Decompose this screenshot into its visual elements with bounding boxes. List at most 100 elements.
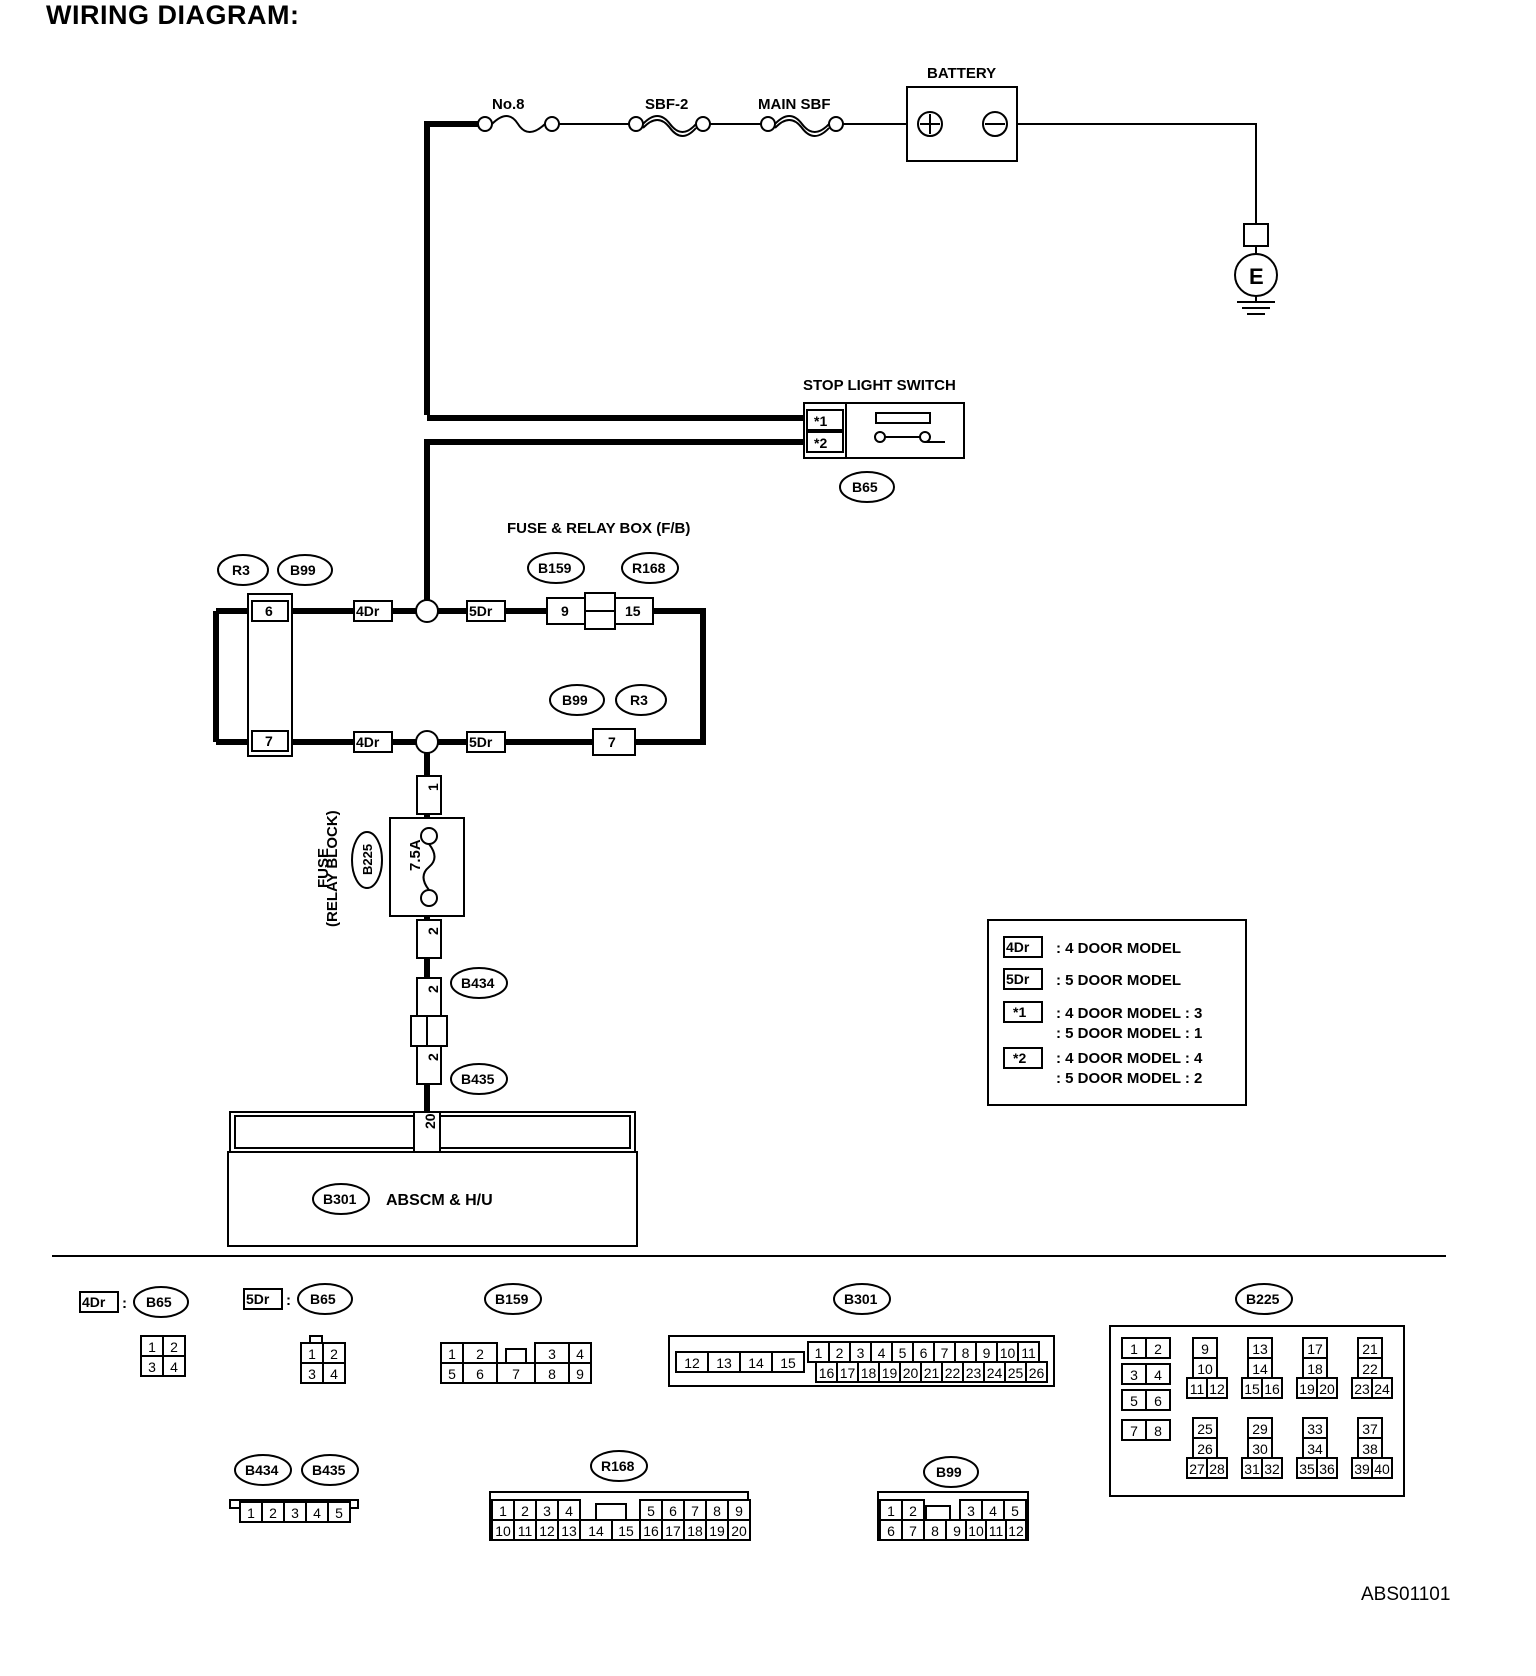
stop-light-switch: STOP LIGHT SWITCH *1 *2 B65: [803, 377, 965, 503]
connector-pin: 26: [1029, 1365, 1045, 1381]
connector-pin: 2: [330, 1346, 338, 1362]
fuse-no8: No.8: [477, 96, 560, 133]
connector-tag-r168-label: R168: [632, 560, 666, 576]
connector-pin: 3: [291, 1505, 299, 1521]
pin-7-left: 7: [265, 733, 273, 749]
connector-pin: 7: [512, 1366, 520, 1382]
fuse-relay-box-loop: FUSE & RELAY BOX (F/B) R3 B99 B159 R168 …: [213, 520, 706, 757]
connector-pin: 28: [1209, 1461, 1225, 1477]
connector-pin: 5: [647, 1503, 655, 1519]
ground-e: E: [1234, 223, 1278, 315]
connector-tag-b434: [450, 967, 508, 999]
main-sbf: MAIN SBF: [758, 96, 844, 137]
connector-pin: 20: [1319, 1381, 1335, 1397]
connector-pin: 8: [931, 1523, 939, 1539]
connector-pin: 23: [966, 1365, 982, 1381]
connector-pin: 21: [924, 1365, 940, 1381]
connector-pin: 22: [945, 1365, 961, 1381]
connector-pin: 2: [909, 1503, 917, 1519]
connector-pin: 4: [170, 1359, 178, 1375]
connector-pin: 3: [308, 1366, 316, 1382]
fuse-relay-box-label: FUSE & RELAY BOX (F/B): [507, 520, 690, 537]
connector-pin: 9: [953, 1523, 961, 1539]
connector-pin: 8: [1154, 1423, 1162, 1439]
connector-pin: 11: [518, 1523, 533, 1539]
connector-pin: 22: [1362, 1361, 1378, 1377]
connector-pin: 6: [887, 1523, 895, 1539]
connector-tag-b65-label: B65: [852, 479, 878, 495]
connector-tag-b159: [527, 552, 585, 584]
connector-pin: 2: [836, 1345, 844, 1361]
switch-pin-1: [806, 409, 844, 431]
connector-pin: 10: [1197, 1361, 1213, 1377]
pin-6: 6: [265, 603, 273, 619]
connector-tag-b159-label: B159: [538, 560, 572, 576]
fuse-branch: 1 7.5A FUSE (RELAY BLOCK) B225 2 2 B434 …: [315, 753, 508, 1114]
connector-pin: 24: [987, 1365, 1003, 1381]
connector-pin: 9: [983, 1345, 991, 1361]
connector-pin: 16: [643, 1523, 659, 1539]
ground-label: E: [1249, 264, 1264, 289]
connector-pin: 27: [1189, 1461, 1205, 1477]
fuse-no8-label: No.8: [492, 96, 525, 113]
connector-pin: 11: [1021, 1345, 1036, 1361]
connector-pin: 3: [148, 1359, 156, 1375]
connector-pin: 2: [269, 1505, 277, 1521]
cv-marker-5dr: 5Dr: [246, 1291, 270, 1307]
connector-tag-r3-lower-label: R3: [630, 692, 648, 708]
connector-pin: 3: [548, 1346, 556, 1362]
connector-pin: 2: [521, 1503, 529, 1519]
connector-pin: 29: [1252, 1421, 1268, 1437]
pin-box-7-right: [592, 728, 636, 756]
pin-15: 15: [625, 603, 641, 619]
legend-text-5dr: : 5 DOOR MODEL: [1056, 972, 1181, 989]
connector-pin: 13: [561, 1523, 577, 1539]
connector-pin: 19: [882, 1365, 898, 1381]
connector-pin: 31: [1244, 1461, 1260, 1477]
connector-pin: 1: [1130, 1341, 1138, 1357]
connector-pin: 5: [899, 1345, 907, 1361]
connector-pin: 4: [576, 1346, 584, 1362]
connector-pin: 21: [1362, 1341, 1378, 1357]
pin-2-b434: 2: [425, 985, 441, 993]
battery: BATTERY: [906, 65, 1257, 224]
drawing-code: ABS01101: [1361, 1584, 1451, 1605]
connector-pin: 8: [962, 1345, 970, 1361]
connector-pin: 18: [687, 1523, 703, 1539]
connector-pin: 5: [1130, 1393, 1138, 1409]
connector-pin: 15: [780, 1355, 796, 1371]
connector-pin: 9: [1201, 1341, 1209, 1357]
legend-key-4dr: 4Dr: [1006, 939, 1030, 955]
cv-tag-b225: B225: [1246, 1291, 1280, 1307]
connector-pin: 24: [1374, 1381, 1390, 1397]
cv-tag-b99: B99: [936, 1464, 962, 1480]
connector-pin: 1: [148, 1339, 156, 1355]
legend: 4Dr : 4 DOOR MODEL 5Dr : 5 DOOR MODEL *1…: [987, 919, 1247, 1106]
connector-pin: 10: [968, 1523, 984, 1539]
connector-pin: 17: [1307, 1341, 1323, 1357]
pin-2-upper: 2: [425, 927, 441, 935]
pin-20: 20: [422, 1113, 438, 1129]
connector-pin: 8: [548, 1366, 556, 1382]
legend-key-star2: *2: [1013, 1050, 1026, 1066]
connector-pin: 1: [308, 1346, 316, 1362]
sbf-2: SBF-2: [628, 96, 711, 137]
connector-pin: 4: [1154, 1367, 1162, 1383]
connector-pin: 12: [1008, 1523, 1024, 1539]
connector-tag-b99-lower-label: B99: [562, 692, 588, 708]
cv-tag-b65-5dr: B65: [310, 1291, 336, 1307]
connector-pin: 5: [335, 1505, 343, 1521]
page-title: WIRING DIAGRAM:: [46, 0, 300, 30]
junction-top: [415, 599, 439, 623]
connector-pin: 10: [495, 1523, 511, 1539]
relay-block-label: (RELAY BLOCK): [324, 810, 341, 927]
